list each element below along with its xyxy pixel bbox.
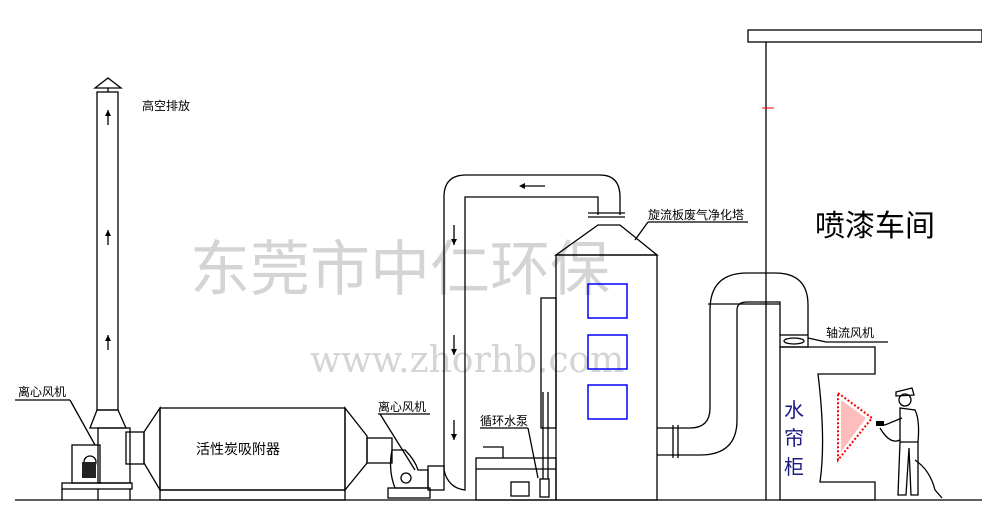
activated-carbon-adsorber (143, 405, 368, 501)
leader-line (379, 413, 416, 471)
label-axial-fan: 轴流风机 (826, 325, 874, 340)
label-curtain-2: 帘 (784, 426, 804, 450)
label-exhaust: 高空排放 (142, 98, 190, 113)
label-curtain-3: 柜 (784, 455, 804, 479)
circulation-pump (475, 392, 557, 501)
label-fan-left: 离心风机 (18, 384, 66, 399)
leader-line (527, 427, 539, 479)
leader-line (634, 221, 649, 241)
label-tower: 旋流板废气净化塔 (648, 207, 744, 222)
spray-workshop (747, 29, 982, 500)
centrifugal-fan-middle (366, 437, 445, 499)
label-adsorber: 活性炭吸附器 (196, 442, 280, 458)
tower-window (587, 283, 628, 319)
watermark-company: 东莞市中仁环保 (190, 235, 610, 305)
chimney (89, 77, 128, 429)
water-curtain-cabinet (779, 346, 876, 501)
leader-line (69, 399, 96, 446)
watermark-url: www.zhorhb.com (310, 340, 624, 381)
label-curtain-1: 水 (784, 398, 804, 422)
tower-window (587, 384, 628, 420)
leader-line (807, 337, 827, 343)
duct-to-booth (657, 272, 809, 458)
duct-to-tower (443, 174, 625, 491)
tower-window (587, 334, 628, 370)
label-fan-middle: 离心风机 (378, 399, 426, 414)
centrifugal-fan-left (61, 427, 145, 500)
label-workshop: 喷漆车间 (815, 209, 935, 244)
spray-worker-figure (876, 387, 943, 499)
label-pump: 循环水泵 (480, 414, 528, 428)
